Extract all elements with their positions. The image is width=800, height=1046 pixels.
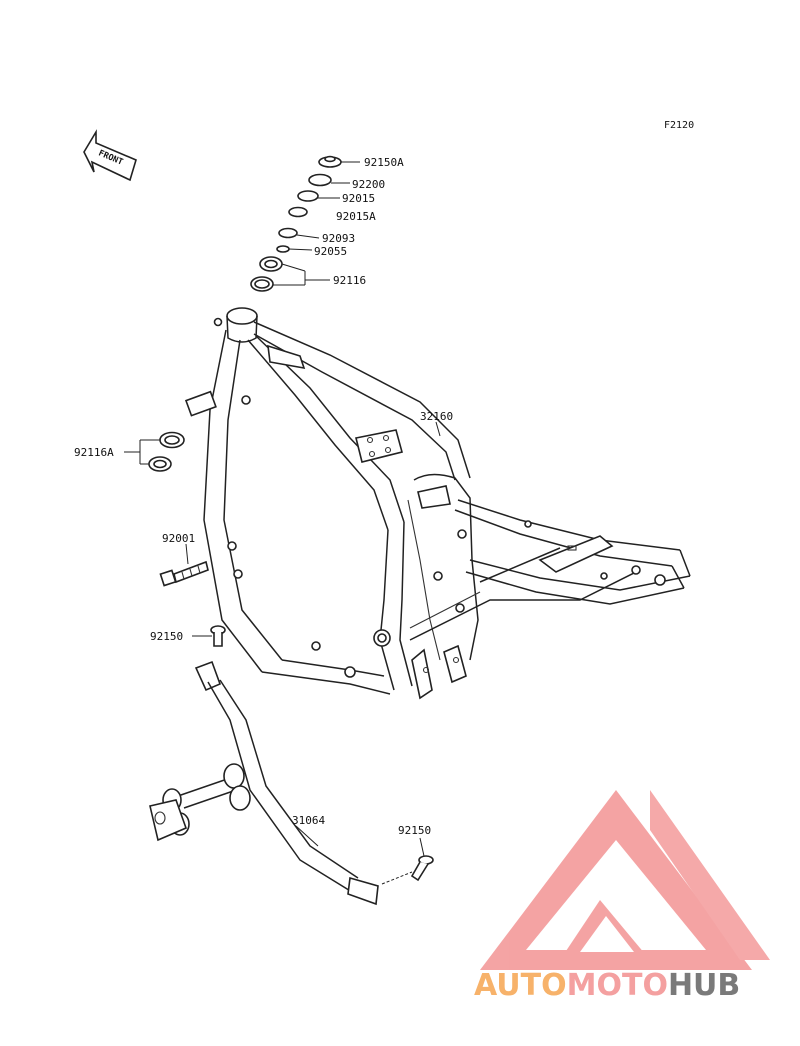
watermark-brand-auto: AUTO [474,968,567,1003]
triangle-logo-icon [480,790,770,970]
part-nut-a [288,206,308,218]
main-frame [184,307,691,700]
callout-92116A: 92116A [74,446,114,459]
callout-31064: 31064 [292,814,325,827]
watermark-brand: AUTOMOTOHUB [474,968,740,1003]
part-ring [276,245,290,253]
callout-92093: 92093 [322,232,355,245]
callout-92001: 92001 [162,532,195,545]
watermark-brand-hub: HUB [668,968,740,1003]
bolt-92150-bottom [410,855,434,882]
callout-92150A: 92150A [364,156,404,169]
bolt-92150-top [210,625,226,647]
watermark-brand-moto: MOTO [567,968,668,1003]
steering-stack [250,155,342,292]
stack-leaders [273,161,360,286]
part-washer [308,173,332,187]
callout-92116: 92116 [333,274,366,287]
figure-code: F2120 [664,120,694,131]
part-cap [318,155,342,168]
lower-frame-31064 [149,660,379,906]
part-bearing-upper [259,256,283,272]
part-bearing-race [250,276,274,292]
callout-92150-top: 92150 [150,630,183,643]
callout-92015: 92015 [342,192,375,205]
lower-bearings [148,431,185,472]
front-arrow-icon: FRONT [83,129,137,182]
callout-92015A: 92015A [336,210,376,223]
part-washer-2 [278,227,298,239]
callout-92150-bottom: 92150 [398,824,431,837]
callout-92200: 92200 [352,178,385,191]
bolt-92001 [159,560,209,587]
callout-32160: 32160 [420,410,453,423]
watermark-logo: AUTOMOTOHUB [474,790,770,1003]
callout-92055: 92055 [314,245,347,258]
part-nut [297,190,319,202]
leader-32160 [435,421,441,437]
